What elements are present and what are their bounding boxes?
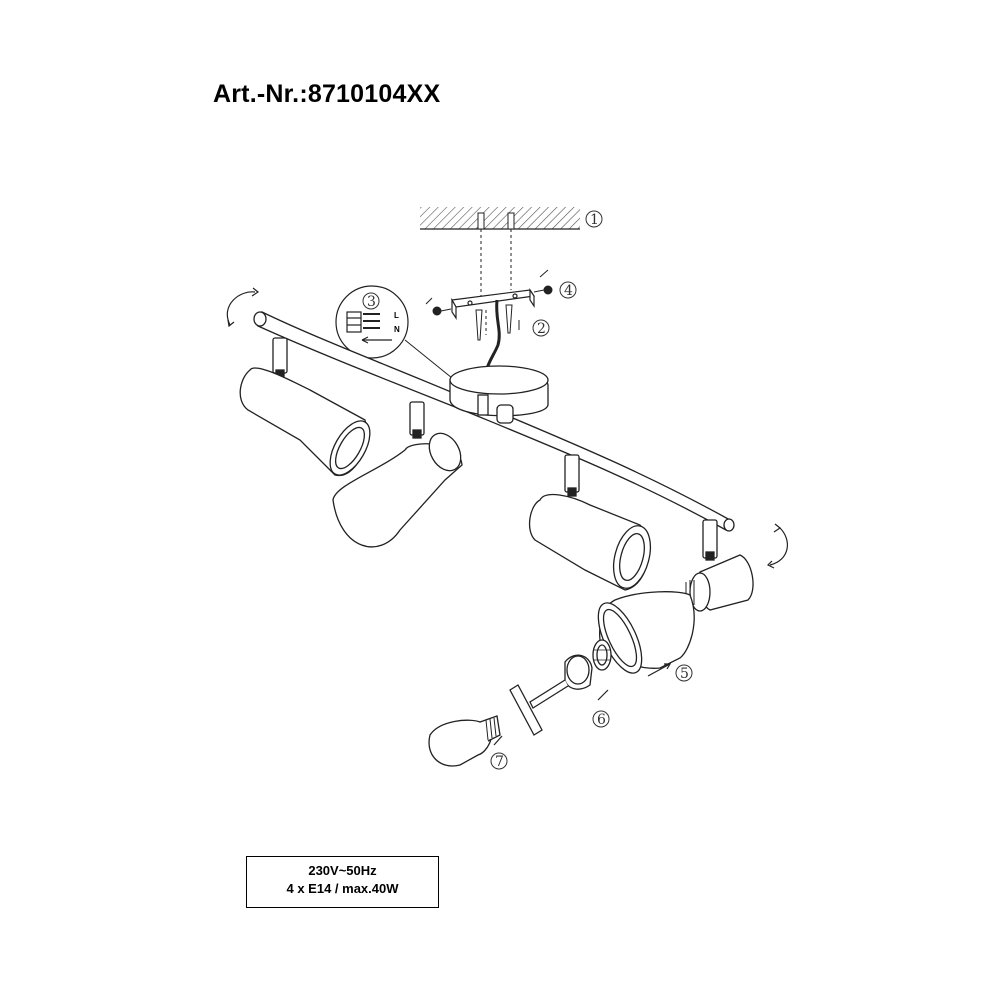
wiring-detail bbox=[335, 285, 453, 379]
ring-nut bbox=[592, 639, 612, 671]
supply-cable bbox=[484, 299, 501, 373]
callout-7: 7 bbox=[495, 754, 504, 770]
wire-label-live: L bbox=[394, 311, 399, 320]
callout-1: 1 bbox=[590, 212, 599, 228]
spot-bar bbox=[253, 311, 735, 532]
callout-5: 5 bbox=[680, 666, 689, 682]
spot-light-2 bbox=[332, 401, 463, 548]
spot-light-1 bbox=[239, 337, 371, 476]
spec-voltage: 230V~50Hz bbox=[308, 863, 377, 878]
spec-bulbs: 4 x E14 / max.40W bbox=[286, 881, 399, 896]
spot-light-3 bbox=[528, 454, 652, 591]
callout-4: 4 bbox=[564, 283, 573, 299]
ceiling-dowels bbox=[477, 212, 515, 300]
wire-label-neutral: N bbox=[394, 325, 400, 334]
mounting-bracket bbox=[451, 288, 536, 320]
rotation-arrows bbox=[226, 287, 788, 746]
callout-2: 2 bbox=[537, 321, 546, 337]
callout-6: 6 bbox=[597, 712, 606, 728]
article-number-title: Art.-Nr.:8710104XX bbox=[213, 80, 441, 108]
spot-light-4-holder bbox=[685, 519, 754, 612]
canopy bbox=[449, 365, 549, 424]
lamp-holder bbox=[509, 654, 593, 736]
callout-3: 3 bbox=[367, 294, 376, 310]
exploded-shade bbox=[597, 591, 695, 674]
ceiling bbox=[420, 207, 580, 230]
bulb bbox=[428, 715, 501, 767]
bracket-screws bbox=[425, 269, 553, 341]
electrical-spec-box: 230V~50Hz 4 x E14 / max.40W bbox=[246, 856, 439, 908]
callout-markers bbox=[362, 210, 693, 770]
